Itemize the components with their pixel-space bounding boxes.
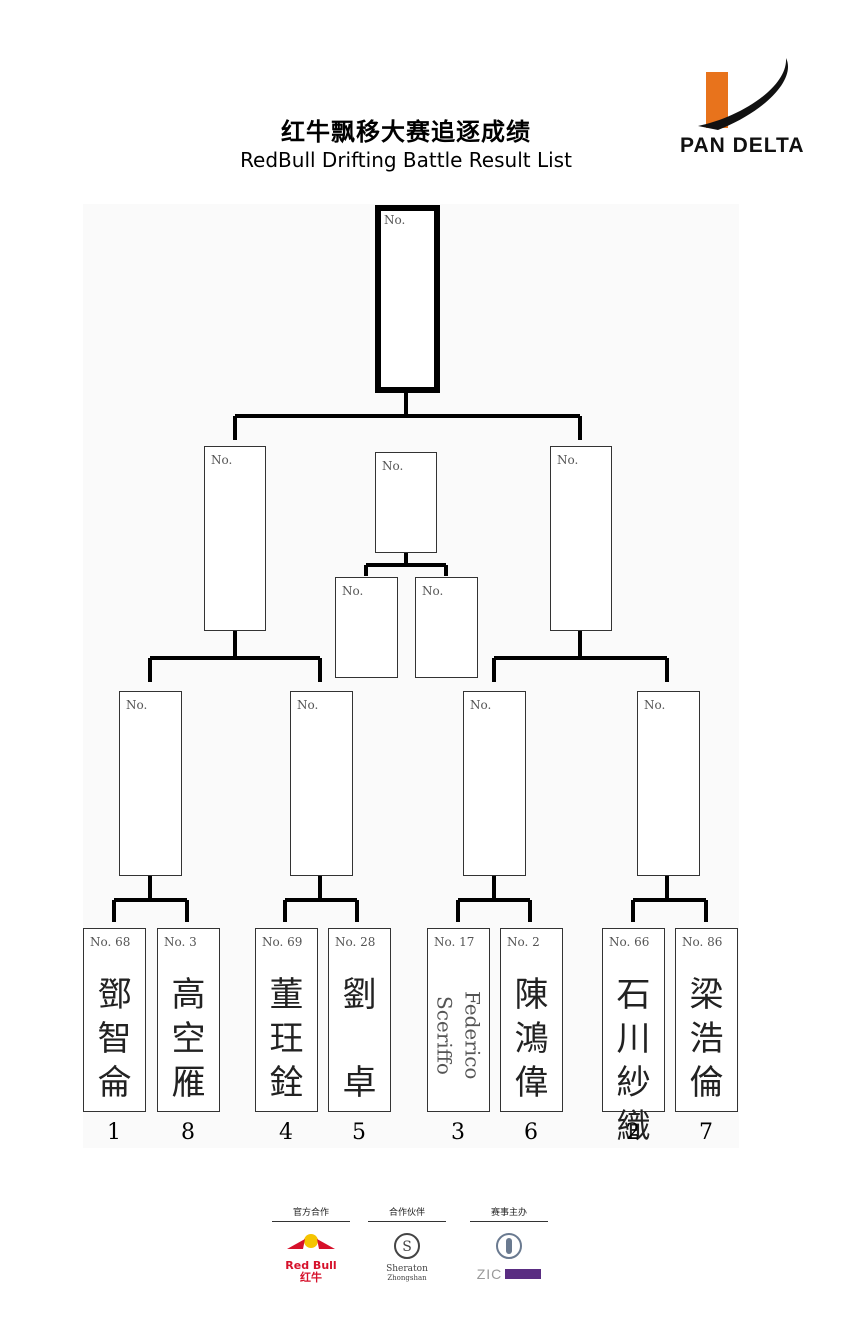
final-left-number: No. — [211, 453, 233, 467]
entrant-box: No. 66 石川紗織 — [602, 928, 665, 1147]
zic-emblem-icon — [496, 1233, 522, 1259]
svg-text:S: S — [402, 1239, 412, 1255]
entrant-number: No. 66 — [609, 935, 650, 949]
redbull-sub: 红牛 — [300, 1271, 322, 1284]
divider — [272, 1221, 350, 1222]
zic-logo-icon: ZIC — [470, 1231, 548, 1282]
semifinal-3-number: No. — [470, 698, 492, 712]
seed-number: 3 — [451, 1120, 465, 1145]
sponsor-category: 赛事主办 — [490, 1208, 527, 1218]
entrant-name: 陳鴻偉 — [514, 975, 549, 1103]
entrant-box: No. 68 鄧智侖 — [83, 928, 146, 1112]
seed-number: 7 — [699, 1120, 713, 1145]
redbull-name: Red Bull — [285, 1259, 337, 1272]
title-chinese: 红牛飘移大赛追逐成绩 — [281, 118, 531, 146]
seed-number: 2 — [626, 1120, 640, 1145]
bulls-icon — [287, 1234, 335, 1249]
entrant-number: No. 28 — [335, 935, 376, 949]
semifinal-box-1: No. — [119, 691, 182, 876]
entrant-box: No. 28 劉 卓 — [328, 928, 391, 1112]
entrant-box: No. 17 Federico Sceriffo — [427, 928, 490, 1112]
entrant-name: 董玨銓 — [269, 975, 304, 1103]
sheraton-logo-icon: S Sheraton Zhongshan — [368, 1231, 446, 1283]
semifinal-2-number: No. — [297, 698, 319, 712]
entrant-number: No. 2 — [507, 935, 540, 949]
seed-number: 6 — [524, 1120, 538, 1145]
entrant-name: 鄧智侖 — [97, 975, 132, 1103]
semifinal-box-3: No. — [463, 691, 526, 876]
entrant-box: No. 2 陳鴻偉 — [500, 928, 563, 1112]
seed-number: 1 — [107, 1120, 121, 1145]
zic-name: ZIC — [476, 1266, 503, 1282]
entrant-name: 高空雁 — [171, 975, 206, 1103]
semifinal-4-number: No. — [644, 698, 666, 712]
third-place-feeder-left: No. — [335, 577, 398, 678]
sheraton-emblem-icon: S — [394, 1233, 420, 1259]
third-place-feeder-right: No. — [415, 577, 478, 678]
final-right-number: No. — [557, 453, 579, 467]
semifinal-box-2: No. — [290, 691, 353, 876]
third-place-number: No. — [382, 459, 404, 473]
seed-number: 5 — [352, 1120, 366, 1145]
sponsor-footer: 官方合作 合作伙伴 赛事主办 Red Bull 红牛 S Sheraton Zh… — [272, 1205, 552, 1295]
divider — [470, 1221, 548, 1222]
third-place-box: No. — [375, 452, 437, 553]
zic-banner — [505, 1269, 542, 1279]
third-place-feeder-right-number: No. — [422, 584, 444, 598]
entrant-number: No. 86 — [682, 935, 723, 949]
pan-delta-logo-text: PAN DELTA — [680, 134, 805, 157]
sponsor-category: 合作伙伴 — [388, 1208, 425, 1218]
entrant-name: 石川紗織 — [616, 975, 651, 1147]
semifinal-box-4: No. — [637, 691, 700, 876]
entrant-name: 梁浩倫 — [689, 975, 724, 1103]
entrant-number: No. 17 — [434, 935, 475, 949]
redbull-logo-icon: Red Bull 红牛 — [272, 1231, 350, 1284]
seed-number: 8 — [181, 1120, 195, 1145]
title-english: RedBull Drifting Battle Result List — [240, 148, 572, 172]
seed-number: 4 — [279, 1120, 293, 1145]
champion-box: No. — [375, 205, 440, 393]
entrant-number: No. 68 — [90, 935, 131, 949]
third-place-feeder-left-number: No. — [342, 584, 364, 598]
entrant-box: No. 69 董玨銓 — [255, 928, 318, 1112]
entrant-number: No. 69 — [262, 935, 303, 949]
entrant-name: 劉 卓 — [342, 975, 377, 1103]
entrant-box: No. 3 高空雁 — [157, 928, 220, 1112]
sheraton-name: Sheraton — [386, 1264, 428, 1274]
final-box-left: No. — [204, 446, 266, 631]
sponsor-category: 官方合作 — [292, 1208, 329, 1218]
pan-delta-logo-icon — [698, 58, 789, 130]
final-box-right: No. — [550, 446, 612, 631]
entrant-name: Federico Sceriffo — [432, 990, 485, 1080]
sheraton-sub: Zhongshan — [387, 1274, 427, 1282]
divider — [368, 1221, 446, 1222]
semifinal-1-number: No. — [126, 698, 148, 712]
entrant-number: No. 3 — [164, 935, 197, 949]
champion-number: No. — [384, 213, 406, 227]
entrant-box: No. 86 梁浩倫 — [675, 928, 738, 1112]
